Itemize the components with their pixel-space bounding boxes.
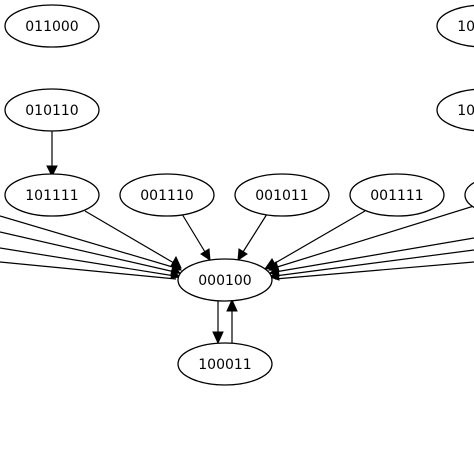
node-label: 011000 [25, 19, 78, 35]
node-011000[interactable]: 011000 [4, 4, 100, 48]
edge-arrowhead [237, 248, 248, 261]
edge-arrowhead [46, 165, 58, 178]
node-001110[interactable]: 001110 [119, 173, 215, 217]
edge-offscreen-left-1 [0, 215, 177, 269]
edge-offscreen-right-2 [274, 249, 474, 277]
edge-001011-to-000100 [242, 213, 268, 253]
nodes-layer: 011000 100000 010110 100110 101111 00111… [4, 4, 474, 386]
edge-001111-to-000100 [269, 210, 366, 267]
edge-offscreen-left-3 [0, 247, 176, 277]
node-label: 001110 [140, 188, 193, 204]
edge-right-partial-to-000100 [273, 205, 474, 269]
node-label: 101111 [25, 188, 78, 204]
node-001111[interactable]: 001111 [349, 173, 445, 217]
node-010110[interactable]: 010110 [4, 88, 100, 132]
edge-101111-to-000100 [84, 210, 180, 267]
node-label: 010110 [25, 103, 78, 119]
node-100011[interactable]: 100011 [177, 342, 273, 386]
edge-arrowhead [200, 248, 211, 261]
node-label: 100110 [457, 103, 474, 119]
edge-offscreen-left-2 [0, 231, 176, 273]
node-label: 001011 [255, 188, 308, 204]
edge-arrowhead [212, 331, 224, 345]
node-label: 001111 [370, 188, 423, 204]
edge-arrowhead [226, 298, 238, 312]
node-label: 100011 [198, 357, 251, 373]
edge-arrowhead [170, 269, 182, 279]
node-100110[interactable]: 100110 [436, 88, 474, 132]
edge-offscreen-right-1 [274, 237, 474, 273]
edge-offscreen-right-3 [274, 261, 474, 280]
edge-001110-to-000100 [181, 213, 206, 253]
node-label: 100000 [457, 19, 474, 35]
node-000100[interactable]: 000100 [177, 258, 273, 302]
node-partial-right[interactable] [464, 174, 474, 216]
node-100000[interactable]: 100000 [436, 4, 474, 48]
node-label: 000100 [198, 273, 251, 289]
node-001011[interactable]: 001011 [234, 173, 330, 217]
edge-offscreen-left-4 [0, 261, 177, 280]
node-101111[interactable]: 101111 [4, 173, 100, 217]
edges-layer [0, 130, 474, 345]
